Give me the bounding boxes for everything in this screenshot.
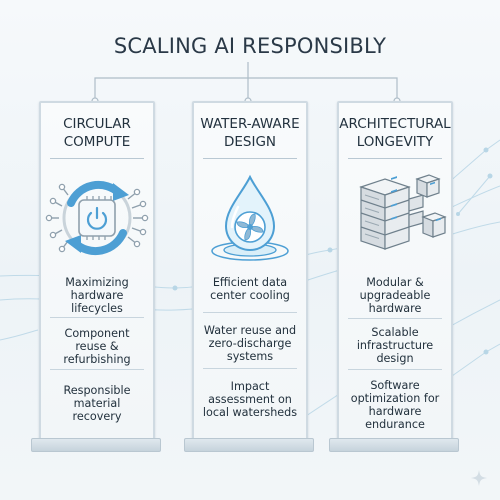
page-title: SCALING AI RESPONSIBLY (113, 34, 387, 58)
column-heading: WATER-AWARE DESIGN (194, 115, 306, 151)
item-divider (50, 317, 144, 318)
list-item: Responsible material recovery (63, 384, 131, 423)
item-divider (348, 369, 442, 370)
column-base (184, 438, 314, 452)
column-water-aware-design: WATER-AWARE DESIGN Efficient data (192, 101, 308, 441)
column-base (31, 438, 161, 452)
list-item: Maximizing hardware lifecycles (65, 276, 129, 315)
column-heading-line-2: LONGEVITY (356, 134, 434, 150)
item-divider (50, 369, 144, 370)
item-divider (203, 312, 297, 313)
item-divider (348, 318, 442, 319)
list-item: Efficient data center cooling (210, 276, 290, 302)
list-item: Impact assessment on local watersheds (202, 380, 298, 419)
list-item: Software optimization for hardware endur… (350, 379, 440, 431)
column-architectural-longevity: ARCHITECTURAL LONGEVITY (337, 101, 453, 441)
column-heading: CIRCULAR COMPUTE (41, 115, 153, 151)
list-item: Water reuse and zero-discharge systems (203, 324, 297, 363)
list-item: Component reuse & refurbishing (63, 327, 131, 366)
item-divider (203, 368, 297, 369)
modular-servers-graphic (359, 174, 447, 250)
column-heading-line-1: WATER-AWARE (200, 116, 300, 132)
water-drop-fan-graphic (211, 174, 289, 261)
water-drop-fan-icon (194, 171, 306, 265)
heading-underline (203, 158, 297, 159)
modular-servers-icon (339, 171, 451, 265)
column-heading-line-2: COMPUTE (63, 134, 131, 150)
column-heading: ARCHITECTURAL LONGEVITY (339, 115, 451, 151)
list-item: Modular & upgradeable hardware (359, 276, 431, 315)
column-heading-line-1: ARCHITECTURAL (339, 116, 451, 132)
column-base (329, 438, 459, 452)
list-item: Scalable infrastructure design (356, 326, 434, 365)
column-heading-line-1: CIRCULAR (63, 116, 131, 132)
heading-underline (50, 158, 144, 159)
circular-arrows-chip-graphic (45, 180, 149, 256)
sparkle-icon (471, 470, 487, 486)
column-circular-compute: CIRCULAR COMPUTE (39, 101, 155, 441)
heading-underline (348, 158, 442, 159)
circular-arrows-chip-icon (41, 171, 153, 265)
column-heading-line-2: DESIGN (223, 134, 277, 150)
